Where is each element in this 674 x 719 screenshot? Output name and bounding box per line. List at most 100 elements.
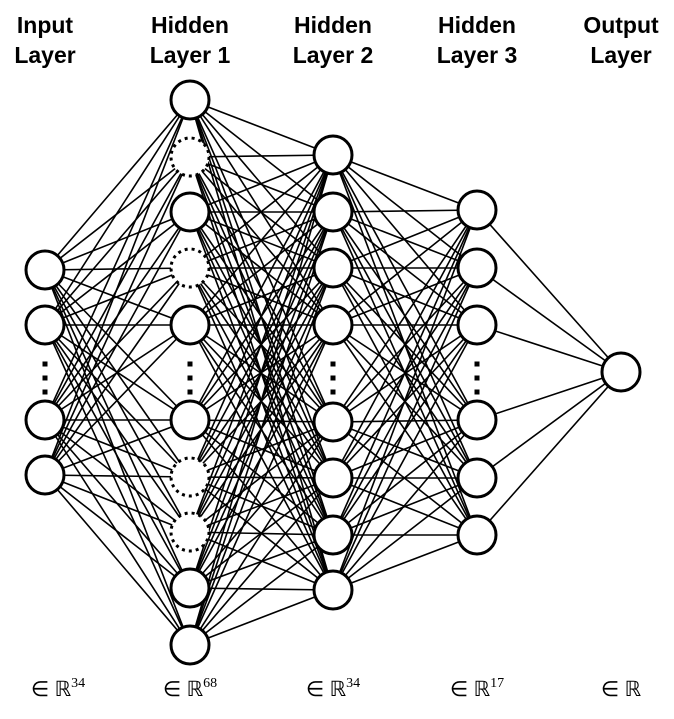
edge-hidden3-5-to-output-0 xyxy=(476,371,622,536)
edge-input-1-to-hidden1-0 xyxy=(44,99,191,326)
edge-input-2-to-hidden1-6 xyxy=(44,419,191,478)
edge-hidden1-2-to-hidden2-0 xyxy=(189,154,334,213)
edge-hidden2-7-to-hidden3-5 xyxy=(332,534,478,591)
ellipsis-dot xyxy=(187,361,193,367)
layer-title-hidden1-line1: Hidden xyxy=(151,12,229,38)
edge-input-3-to-hidden1-8 xyxy=(44,474,191,589)
ellipsis-hidden3 xyxy=(474,361,480,395)
node-hidden1 xyxy=(169,191,211,233)
layer-title-input-line1: Input xyxy=(17,12,74,38)
edge-input-1-to-hidden1-7 xyxy=(44,324,191,533)
ellipsis-hidden1 xyxy=(187,361,193,395)
node-hidden1 xyxy=(169,624,211,666)
edge-hidden3-3-to-output-0 xyxy=(476,371,622,421)
edge-input-3-to-hidden1-5 xyxy=(44,419,191,476)
edge-hidden2-1-to-hidden3-0 xyxy=(332,209,478,213)
node-hidden3 xyxy=(456,189,498,231)
node-input xyxy=(24,454,66,496)
edge-hidden1-9-to-hidden2-4 xyxy=(189,421,334,646)
nodes-group xyxy=(24,79,642,666)
dimension-label-hidden3: ∈ ℝ17 xyxy=(450,676,504,701)
node-hidden3 xyxy=(456,457,498,499)
edge-input-0-to-hidden1-0 xyxy=(44,99,191,271)
ellipsis-dot xyxy=(330,361,336,367)
edge-input-0-to-hidden1-6 xyxy=(44,269,191,478)
node-hidden1-dropout xyxy=(169,247,211,289)
edge-hidden2-3-to-hidden3-0 xyxy=(332,209,478,326)
edge-hidden1-4-to-hidden2-0 xyxy=(189,154,334,326)
edge-hidden2-5-to-hidden3-0 xyxy=(332,209,478,479)
node-hidden1 xyxy=(169,399,211,441)
node-hidden2 xyxy=(312,457,354,499)
edge-input-1-to-hidden1-1 xyxy=(44,156,191,326)
ellipsis-dot xyxy=(474,361,480,367)
edge-input-3-to-hidden1-7 xyxy=(44,474,191,533)
node-hidden1 xyxy=(169,567,211,609)
node-hidden1-dropout xyxy=(169,136,211,178)
ellipsis-dot xyxy=(330,389,336,395)
edge-hidden2-7-to-hidden3-4 xyxy=(332,477,478,591)
edge-input-2-to-hidden1-0 xyxy=(44,99,191,421)
dimension-exponent-hidden3: 17 xyxy=(490,676,504,691)
edge-input-1-to-hidden1-2 xyxy=(44,211,191,326)
edge-input-1-to-hidden1-8 xyxy=(44,324,191,589)
node-hidden3 xyxy=(456,399,498,441)
node-output xyxy=(600,351,642,393)
edge-input-1-to-hidden1-3 xyxy=(44,267,191,326)
edge-input-0-to-hidden1-4 xyxy=(44,269,191,326)
edge-input-1-to-hidden1-9 xyxy=(44,324,191,646)
ellipsis-dot xyxy=(474,389,480,395)
edge-hidden2-2-to-hidden3-0 xyxy=(332,209,478,269)
layer-title-hidden1-line2: Layer 1 xyxy=(150,42,231,68)
edge-input-3-to-hidden1-0 xyxy=(44,99,191,476)
dimension-label-hidden2: ∈ ℝ34 xyxy=(306,676,360,701)
node-hidden2 xyxy=(312,134,354,176)
layer-title-hidden3-line1: Hidden xyxy=(438,12,516,38)
node-hidden1-dropout xyxy=(169,511,211,553)
ellipsis-dot xyxy=(474,375,480,381)
edge-hidden1-1-to-hidden2-1 xyxy=(189,156,334,213)
edge-input-3-to-hidden1-6 xyxy=(44,474,191,478)
edge-hidden1-9-to-hidden2-1 xyxy=(189,211,334,646)
edge-hidden2-7-to-hidden3-2 xyxy=(332,324,478,591)
dimension-exponent-hidden2: 34 xyxy=(346,676,360,691)
edge-hidden1-9-to-hidden2-6 xyxy=(189,534,334,646)
edge-hidden2-6-to-hidden3-3 xyxy=(332,419,478,536)
node-hidden3 xyxy=(456,304,498,346)
node-hidden2 xyxy=(312,247,354,289)
edge-hidden2-4-to-hidden3-0 xyxy=(332,209,478,423)
edge-hidden2-0-to-hidden3-3 xyxy=(332,154,478,421)
edge-hidden1-9-to-hidden2-5 xyxy=(189,477,334,646)
dimension-symbol-output: ∈ ℝ xyxy=(601,677,642,701)
edge-hidden1-3-to-hidden2-0 xyxy=(189,154,334,269)
edge-hidden2-7-to-hidden3-0 xyxy=(332,209,478,591)
edge-hidden1-4-to-hidden2-1 xyxy=(189,211,334,326)
dimension-exponent-input: 34 xyxy=(71,676,85,691)
node-hidden2 xyxy=(312,304,354,346)
ellipsis-hidden2 xyxy=(330,361,336,395)
node-input xyxy=(24,249,66,291)
edge-input-3-to-hidden1-9 xyxy=(44,474,191,646)
edge-hidden3-4-to-output-0 xyxy=(476,371,622,479)
node-hidden2 xyxy=(312,514,354,556)
ellipsis-dot xyxy=(42,361,48,367)
edge-hidden2-0-to-hidden3-0 xyxy=(332,154,478,211)
node-input xyxy=(24,304,66,346)
edge-hidden1-5-to-hidden2-4 xyxy=(189,419,334,423)
edge-hidden1-9-to-hidden2-0 xyxy=(189,154,334,646)
edge-hidden2-5-to-hidden3-3 xyxy=(332,419,478,479)
edge-hidden2-6-to-hidden3-0 xyxy=(332,209,478,536)
dimension-symbol-hidden1: ∈ ℝ xyxy=(163,677,204,701)
dimension-symbol-hidden3: ∈ ℝ xyxy=(450,677,491,701)
edge-hidden1-8-to-hidden2-4 xyxy=(189,421,334,589)
edge-hidden1-9-to-hidden2-3 xyxy=(189,324,334,646)
node-hidden1-dropout xyxy=(169,456,211,498)
edge-input-3-to-hidden1-4 xyxy=(44,324,191,476)
ellipsis-dot xyxy=(330,375,336,381)
edge-input-3-to-hidden1-3 xyxy=(44,267,191,476)
edge-input-3-to-hidden1-1 xyxy=(44,156,191,476)
edge-hidden1-7-to-hidden2-0 xyxy=(189,154,334,533)
edge-hidden1-6-to-hidden2-0 xyxy=(189,154,334,478)
layer-title-output-line1: Output xyxy=(583,12,659,38)
